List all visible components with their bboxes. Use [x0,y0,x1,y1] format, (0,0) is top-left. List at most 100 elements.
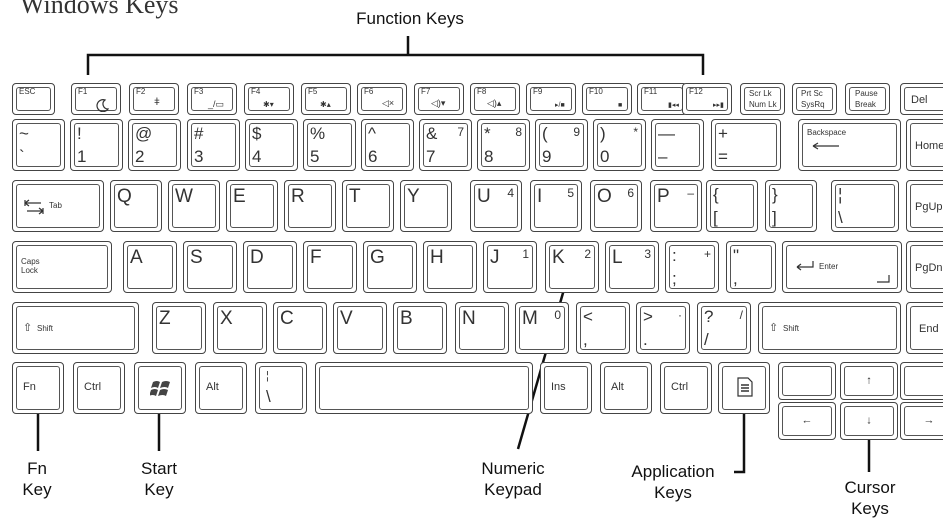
key-application[interactable] [718,362,770,414]
key-qwerty-0[interactable]: Q [110,180,162,232]
key-f11[interactable]: F11 ▮◂◂ [637,83,687,115]
key-qwerty-2[interactable]: E [226,180,278,232]
key-f3[interactable]: F3 _/▭ [187,83,237,115]
key-number-2[interactable]: @2 [128,119,181,171]
key-asdf-3[interactable]: F [303,241,357,293]
key-alt-right[interactable]: Alt [600,362,652,414]
key-alt-left[interactable]: Alt [195,362,247,414]
key-legend-upper: < [583,307,593,326]
key-qwerty-12[interactable]: ¦\ [831,180,899,232]
key-f1[interactable]: F1 [71,83,121,115]
key-f4[interactable]: F4 ✱▾ [244,83,294,115]
key-asdf-1[interactable]: S [183,241,237,293]
key-del[interactable]: Del [900,83,943,115]
key-esc[interactable]: ESC [12,83,55,115]
key-spacebar[interactable] [315,362,533,414]
key-f9[interactable]: F9 ▸/■ [526,83,576,115]
key-end[interactable]: End [906,302,943,354]
key-legend-lower: 4 [252,147,262,166]
key-number-6[interactable]: ^6 [361,119,414,171]
key-backspace[interactable]: Backspace [798,119,901,171]
key-zxcv-3[interactable]: V [333,302,387,354]
key-legend-lower: 1 [77,147,87,166]
key-qwerty-5[interactable]: Y [400,180,452,232]
key-number-12[interactable]: += [711,119,781,171]
key-zxcv-2[interactable]: C [273,302,327,354]
key-pgup[interactable]: PgUp [906,180,943,232]
key-zxcv-5[interactable]: N [455,302,509,354]
key-qwerty-4[interactable]: T [342,180,394,232]
key-prtsc[interactable]: Prt Sc SysRq [792,83,837,115]
key-asdf-5[interactable]: H [423,241,477,293]
key-zxcv-8[interactable]: >.· [636,302,690,354]
key-tab[interactable]: Tab [12,180,104,232]
key-ctrl-left[interactable]: Ctrl [73,362,125,414]
key-home[interactable]: Home [906,119,943,171]
key-capslock[interactable]: Caps Lock [12,241,112,293]
key-number-4[interactable]: $4 [245,119,298,171]
key-zxcv-0[interactable]: Z [152,302,206,354]
key-arrow-down[interactable]: ↓ [840,402,898,440]
key-asdf-2[interactable]: D [243,241,297,293]
key-f10[interactable]: F10 ■ [582,83,632,115]
key-shift-left[interactable]: ⇧ Shift [12,302,139,354]
key-pipe-backslash[interactable]: ¦ \ [255,362,307,414]
key-f7[interactable]: F7 ◁)▾ [414,83,464,115]
key-arrow-right[interactable]: → [900,402,943,440]
key-arrow-up[interactable]: ↑ [840,362,898,400]
key-qwerty-10[interactable]: {[ [706,180,758,232]
key-qwerty-3[interactable]: R [284,180,336,232]
key-zxcv-4[interactable]: B [393,302,447,354]
key-arrow-left[interactable]: ← [778,402,836,440]
keypad-legend: 5 [567,186,574,200]
key-number-11[interactable]: —– [651,119,704,171]
key-number-1[interactable]: !1 [70,119,123,171]
key-pause[interactable]: Pause Break [845,83,890,115]
key-asdf-0[interactable]: A [123,241,177,293]
key-enter[interactable]: Enter [782,241,902,293]
key-zxcv-9[interactable]: ?// [697,302,751,354]
key-shift-right[interactable]: ⇧ Shift [758,302,901,354]
key-number-5[interactable]: %5 [303,119,356,171]
key-zxcv-1[interactable]: X [213,302,267,354]
key-scrlk[interactable]: Scr Lk Num Lk [740,83,785,115]
key-asdf-10[interactable]: ", [726,241,776,293]
key-zxcv-7[interactable]: <, [576,302,630,354]
key-f2[interactable]: F2 ǂ [129,83,179,115]
key-number-10[interactable]: )0* [593,119,646,171]
key-fn[interactable]: Fn [12,362,64,414]
key-qwerty-9[interactable]: P– [650,180,702,232]
key-asdf-4[interactable]: G [363,241,417,293]
key-legend: U [477,186,491,207]
brightness-up-icon: ✱▴ [320,100,331,109]
key-ctrl-right[interactable]: Ctrl [660,362,712,414]
key-number-3[interactable]: #3 [187,119,240,171]
key-ins[interactable]: Ins [540,362,592,414]
key-pgdn[interactable]: PgDn [906,241,943,293]
key-number-0[interactable]: ~` [12,119,65,171]
keypad-legend: 4 [507,186,514,200]
key-windows-start[interactable] [134,362,186,414]
key-qwerty-1[interactable]: W [168,180,220,232]
key-f12[interactable]: F12 ▸▸▮ [682,83,732,115]
key-f5[interactable]: F5 ✱▴ [301,83,351,115]
key-f8[interactable]: F8 ◁)▴ [470,83,520,115]
key-legend-lower: 9 [542,147,552,166]
key-legend: F [310,247,322,268]
key-qwerty-11[interactable]: }] [765,180,817,232]
key-f6[interactable]: F6 ◁× [357,83,407,115]
key-asdf-9[interactable]: :;+ [665,241,719,293]
keypad-legend: 6 [627,186,634,200]
